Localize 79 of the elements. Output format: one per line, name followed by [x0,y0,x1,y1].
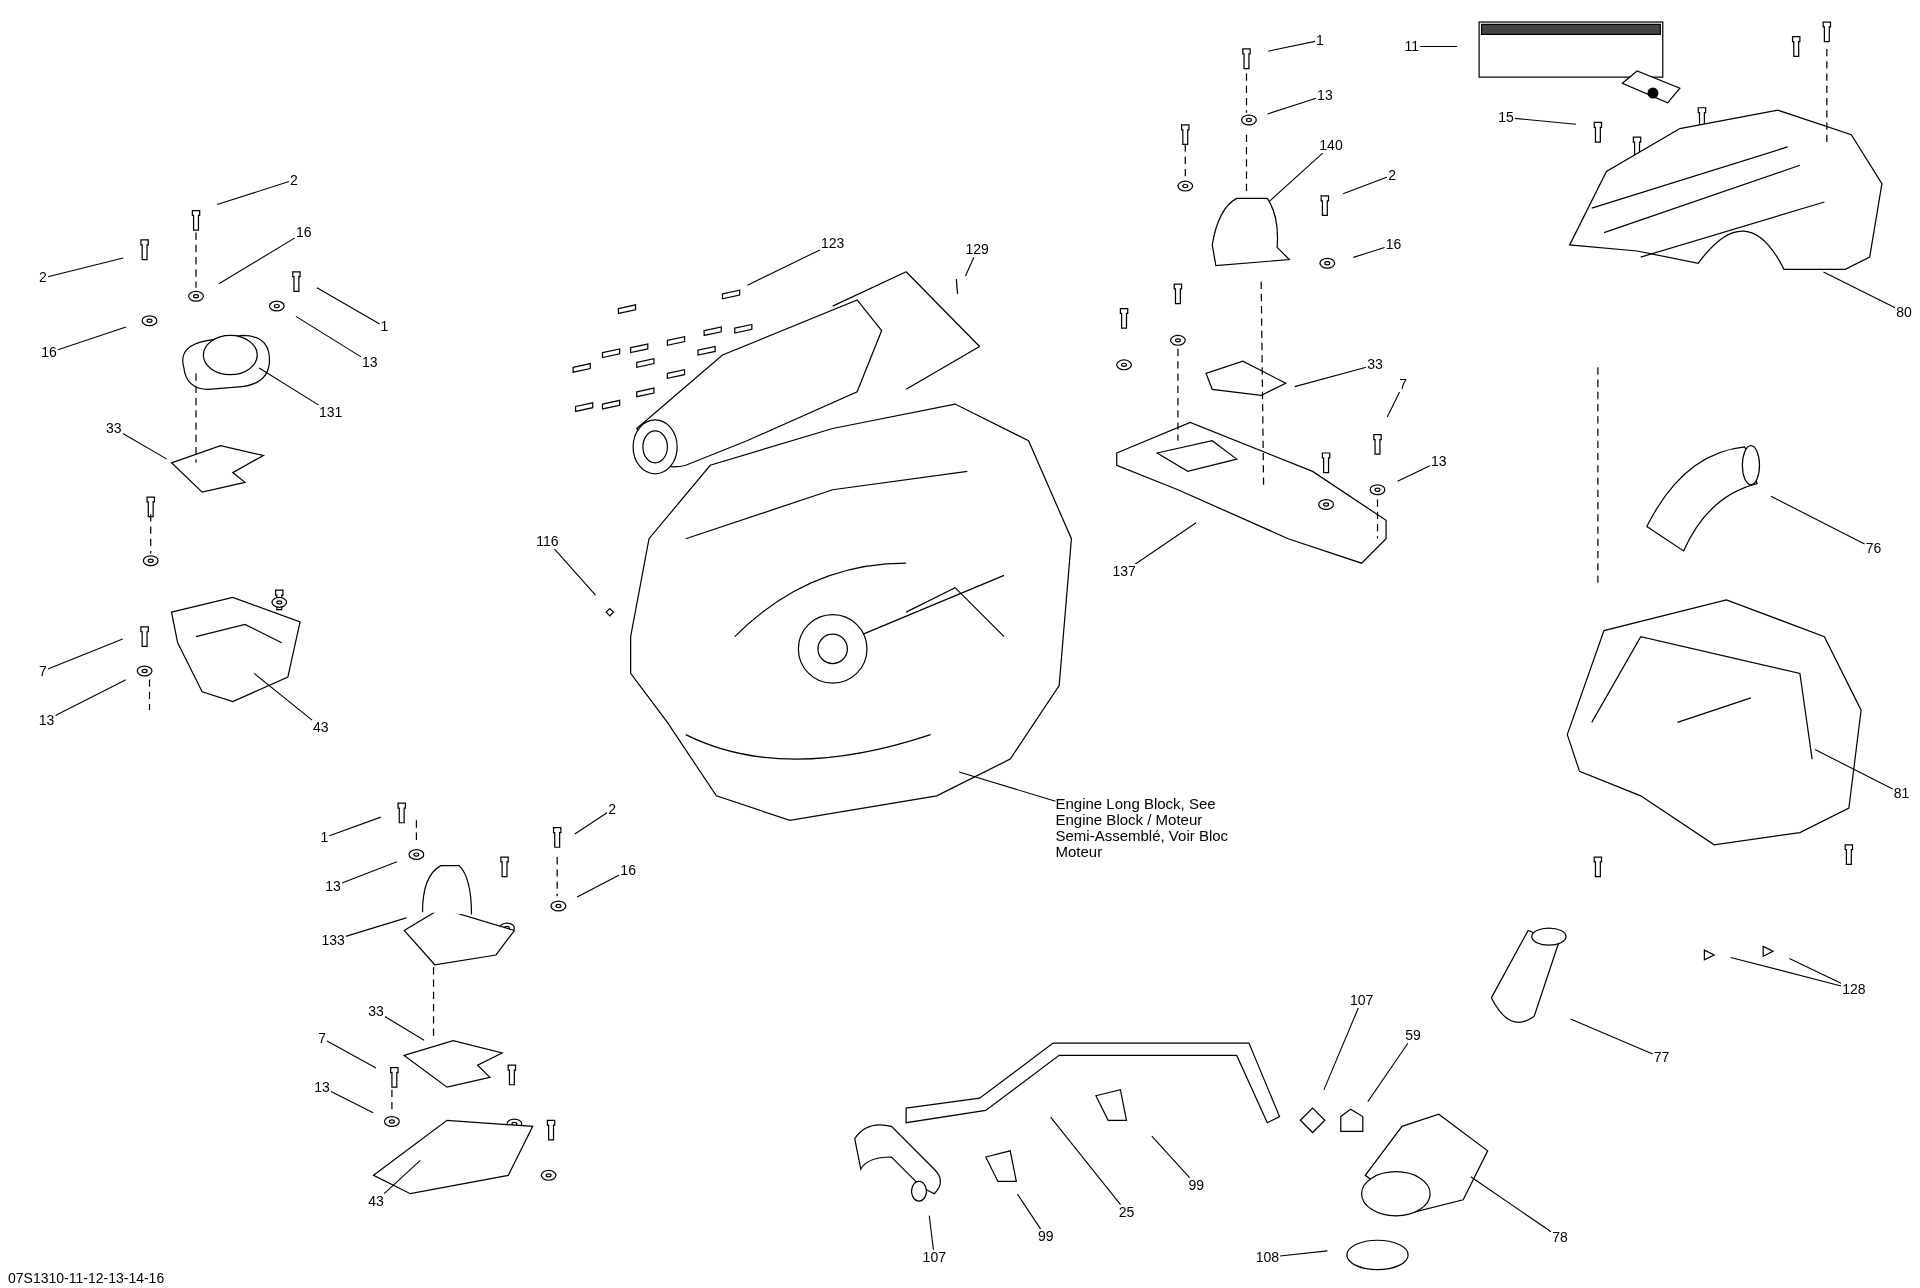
leader-line [384,1016,425,1041]
leader-line [341,861,398,884]
leader-line [122,433,168,460]
leader-line [1267,40,1316,52]
callout-number: 13 [324,879,342,894]
leader-line [1323,1007,1359,1091]
leader-line [1730,956,1842,987]
leader-line [1570,1018,1654,1055]
callout-number: 116 [535,533,560,549]
leader-line [1151,1135,1191,1179]
callout-number: 13 [313,1079,331,1095]
leader-line [316,287,381,325]
leader-line [746,249,821,286]
callout-number: 123 [819,236,846,252]
leader-line [345,917,407,937]
callout-number: 99 [1187,1177,1206,1193]
leader-line [1016,1193,1042,1230]
leader-line [1269,152,1324,202]
leader-line [1386,391,1401,418]
leader-line [553,548,597,596]
callout-number: 13 [37,712,56,728]
leader-line [576,874,620,898]
leader-line [1470,1176,1552,1233]
callout-number: 13 [361,354,379,370]
callout-number: 7 [1398,377,1409,392]
leader-line [1267,97,1317,115]
leader-line [216,181,290,206]
callout-number: 107 [1348,992,1375,1008]
callout-number: 7 [317,1030,327,1046]
leader-line [928,1215,934,1251]
leader-line [328,816,382,837]
leader-line [57,326,127,351]
leader-line [1514,117,1577,125]
callout-number: 128 [1841,981,1867,997]
leader-line [253,672,313,721]
leader-line [54,679,127,717]
leader-line [1134,522,1197,565]
callout-number: 43 [312,719,330,735]
leader-line [1397,465,1431,482]
leader-line [1352,247,1386,258]
leader-line [47,638,124,670]
callout-number: 33 [105,421,123,437]
callout-number: 2 [1387,167,1398,183]
leader-line [295,315,362,358]
callout-number: 2 [288,172,299,188]
leader-line [1814,749,1894,790]
leader-line [964,256,975,277]
leader-line [1419,45,1458,48]
leader-line [326,1040,377,1069]
callout-number: 43 [367,1193,385,1209]
leader-line [383,1159,421,1195]
leader-line [1342,176,1388,195]
callout-number: 25 [1117,1204,1136,1220]
leader-line [1279,1250,1328,1257]
leader-line [47,257,124,278]
leader-line [218,237,296,285]
leader-line [1050,1116,1122,1206]
callout-number: 2 [607,801,618,817]
leader-line [1294,366,1367,388]
leader-line [574,811,608,835]
callout-number: 80 [1895,304,1913,320]
drawing-number: 07S1310-11-12-13-14-16 [8,1270,165,1286]
leader-line [258,367,320,406]
leader-line [1367,1042,1409,1103]
callout-number: 81 [1892,785,1911,801]
leader-line [330,1091,374,1114]
callout-number: 13 [1316,88,1334,103]
leader-line [958,771,1057,802]
callout-number: 1 [1315,32,1325,48]
callout-number: 7 [37,663,48,679]
callout-number: 133 [320,932,346,948]
leader-line [1770,495,1866,545]
callout-number: 11 [1403,39,1421,54]
callout-number: 140 [1318,138,1344,154]
callout-number: 16 [619,863,637,879]
callout-number: 16 [294,225,313,241]
callout-number: 33 [367,1003,385,1019]
leader-line [1822,271,1896,309]
leader-line [1788,958,1842,984]
